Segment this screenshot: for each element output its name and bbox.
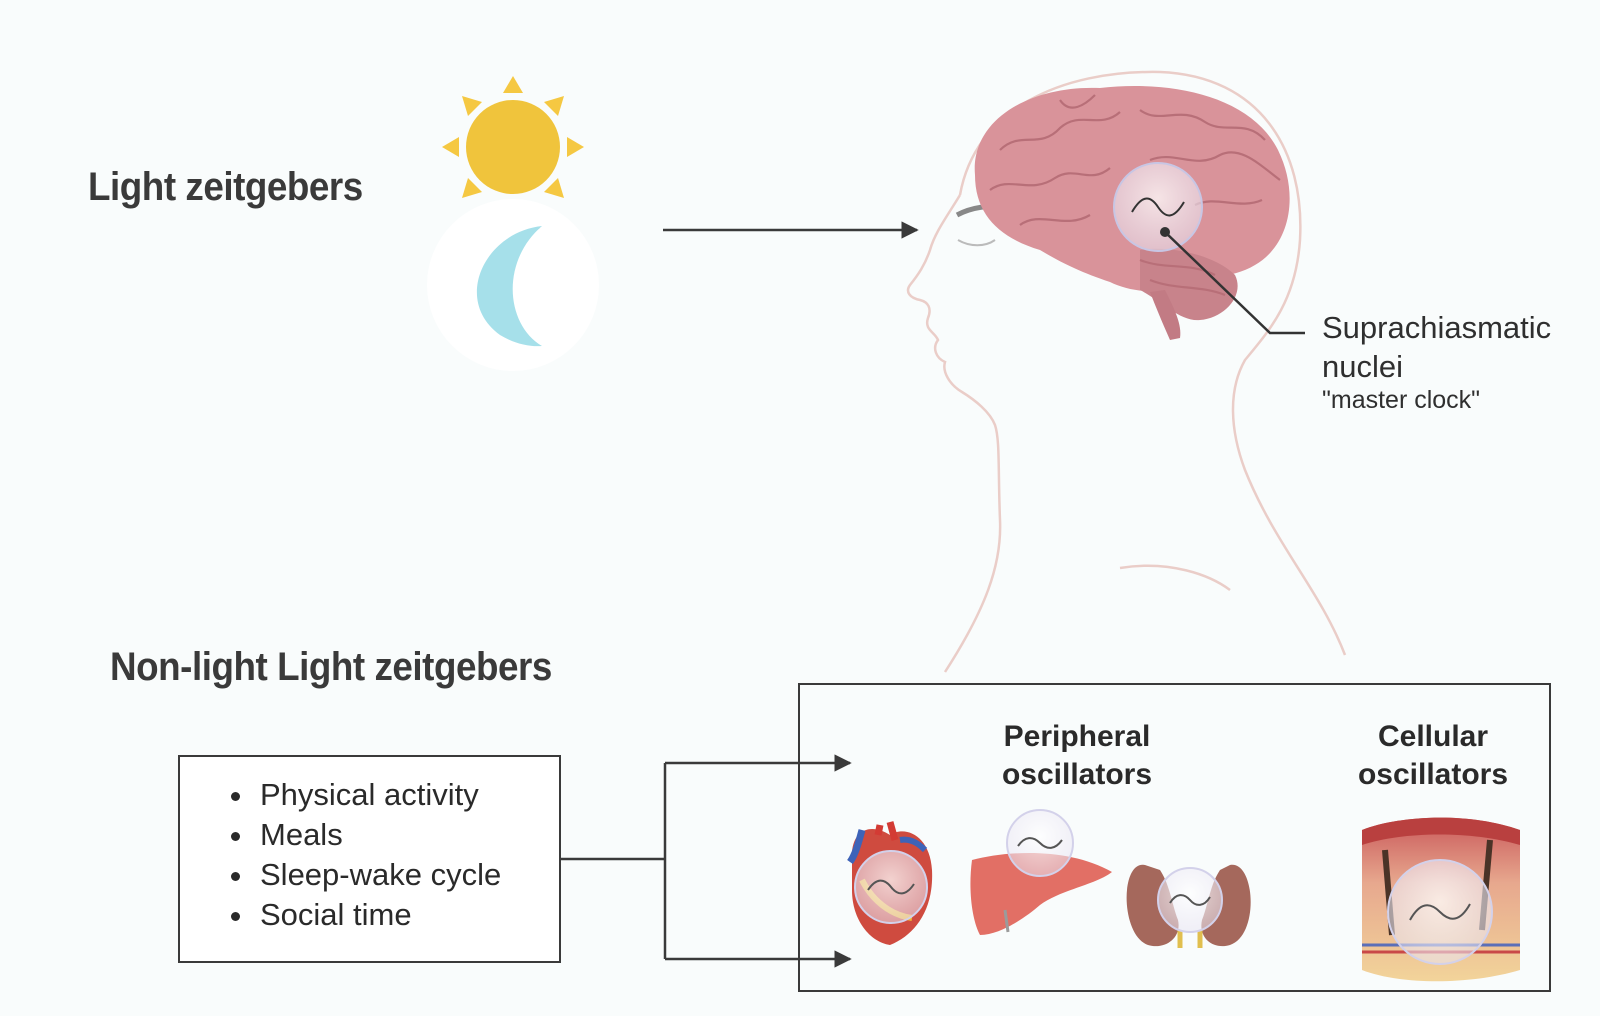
non-light-factors-box: Physical activity Meals Sleep-wake cycle… [178, 755, 561, 963]
oscillators-box [798, 683, 1551, 992]
head-silhouette [906, 70, 1347, 673]
list-item: Social time [256, 895, 559, 935]
list-item: Sleep-wake cycle [256, 855, 559, 895]
sun-icon [442, 76, 584, 218]
peripheral-oscillators-title: Peripheral oscillators [1001, 720, 1153, 791]
oscillation-wave-icon [1131, 197, 1185, 217]
liver-icon [970, 809, 1112, 935]
brain-icon [974, 85, 1290, 340]
connector-lines [561, 754, 852, 968]
kidneys-icon [1126, 864, 1251, 948]
master-clock-label: "master clock" [1322, 386, 1481, 414]
closed-eye [957, 239, 996, 247]
moon-icon [427, 199, 599, 371]
light-zeitgebers-heading: Light zeitgebers [88, 165, 363, 209]
scn-pointer-line [1164, 231, 1305, 335]
list-item: Meals [256, 815, 559, 855]
scn-label: Suprachiasmatic nuclei [1322, 310, 1552, 384]
cellular-oscillators-title: Cellular oscillators [1357, 720, 1509, 791]
factor-list: Physical activity Meals Sleep-wake cycle… [180, 757, 559, 935]
skin-tissue-icon [1362, 817, 1520, 982]
scn-pointer-dot [1160, 227, 1170, 237]
list-item: Physical activity [256, 775, 559, 815]
heart-icon [847, 821, 933, 945]
non-light-zeitgebers-heading: Non-light Light zeitgebers [110, 645, 552, 689]
